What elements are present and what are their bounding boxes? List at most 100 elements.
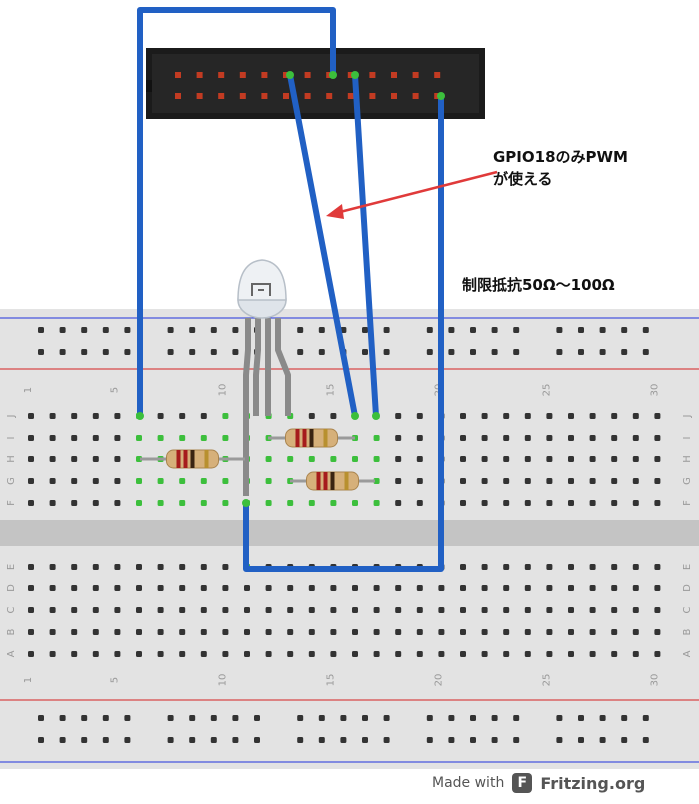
wire-endpoint (286, 71, 294, 79)
breadboard-hole (460, 500, 466, 506)
breadboard-hole (438, 651, 445, 657)
breadboard-hole (654, 629, 661, 635)
bottom-rail-hole (642, 737, 649, 743)
led-leg (253, 318, 261, 416)
top-rail-hole (642, 349, 649, 355)
bottom-rail-hole (189, 737, 196, 743)
gpio-header-inner (152, 54, 479, 113)
gpio-pin (434, 72, 441, 78)
breadboard-hole (416, 500, 423, 506)
made-with-label: Made with (432, 775, 505, 791)
breadboard-hole (524, 435, 531, 441)
bottom-rail-hole (383, 715, 390, 721)
fritzing-brand: Fritzing.org (540, 773, 646, 793)
breadboard-hole (632, 500, 639, 506)
top-rail-hole (232, 349, 239, 355)
bottom-rail-hole (426, 715, 433, 721)
top-rail-hole (210, 327, 217, 333)
breadboard-hole (244, 651, 250, 657)
breadboard-hole (265, 478, 272, 484)
breadboard-hole (157, 413, 164, 419)
breadboard-hole (92, 500, 99, 506)
gpio-pin (369, 72, 376, 78)
gpio-pin (326, 93, 333, 99)
breadboard-hole (308, 413, 315, 419)
breadboard-hole (632, 564, 639, 570)
breadboard-hole (481, 585, 488, 591)
breadboard-hole (546, 607, 553, 613)
breadboard-hole (546, 478, 553, 484)
breadboard-hole (395, 607, 402, 613)
breadboard-hole (546, 564, 553, 570)
bottom-rail-hole (232, 715, 239, 721)
top-rail-hole (102, 349, 109, 355)
breadboard-hole (114, 435, 121, 441)
breadboard-hole (654, 456, 661, 462)
breadboard-hole (71, 651, 78, 657)
top-rail-hole (297, 349, 304, 355)
bottom-rail-hole (318, 715, 325, 721)
breadboard-hole (222, 500, 229, 506)
top-rail-hole (621, 349, 628, 355)
row-label-right: H (682, 455, 693, 463)
breadboard-hole (200, 500, 207, 506)
gpio-pin (369, 93, 376, 99)
row-label-right: G (682, 477, 693, 485)
row-label-right: B (682, 628, 693, 635)
bottom-rail-hole (124, 715, 131, 721)
top-rail-hole (642, 327, 649, 333)
row-label-right: C (682, 606, 693, 613)
breadboard-hole (71, 435, 78, 441)
top-rail-hole (448, 349, 455, 355)
breadboard-hole (589, 651, 596, 657)
led-anode-mark (251, 283, 271, 296)
top-rail-hole (556, 349, 563, 355)
breadboard-hole (157, 435, 164, 441)
top-rail-hole (426, 349, 433, 355)
breadboard-hole (136, 651, 142, 657)
breadboard-hole (654, 500, 661, 506)
top-rail-hole (470, 349, 476, 355)
resistor-2-band (323, 429, 328, 447)
bottom-rail-hole (513, 737, 520, 743)
wire-endpoint (437, 92, 445, 100)
breadboard-hole (287, 629, 294, 635)
breadboard-hole (654, 413, 661, 419)
breadboard-hole (222, 413, 229, 419)
breadboard-hole (654, 607, 661, 613)
breadboard-hole (157, 607, 164, 613)
top-rail-hole (448, 327, 455, 333)
gpio-pin (261, 72, 268, 78)
breadboard-hole (481, 500, 488, 506)
resistor-3-band (316, 472, 321, 490)
wire-endpoint (136, 412, 144, 420)
bottom-rail-hole (470, 715, 476, 721)
bottom-rail-hole (513, 715, 520, 721)
fritzing-logo-icon: F (512, 773, 533, 793)
wire-return (243, 93, 444, 572)
breadboard-hole (49, 651, 56, 657)
breadboard-hole (330, 585, 337, 591)
gpio-pin (391, 93, 397, 99)
breadboard-hole (589, 585, 596, 591)
breadboard-hole (416, 651, 423, 657)
breadboard-hole (265, 651, 272, 657)
resistor-1-band (176, 450, 181, 468)
breadboard-hole (49, 629, 56, 635)
breadboard-hole (49, 607, 56, 613)
breadboard-hole (503, 435, 510, 441)
breadboard-hole (200, 629, 207, 635)
breadboard-hole (114, 607, 121, 613)
gpio-pin (175, 93, 181, 99)
breadboard-hole (157, 564, 164, 570)
breadboard-hole (49, 413, 56, 419)
top-rail-hole (318, 349, 325, 355)
top-rail-hole (513, 327, 520, 333)
breadboard-hole (136, 629, 142, 635)
breadboard-hole (28, 500, 34, 506)
breadboard-hole (92, 629, 99, 635)
breadboard-hole (114, 651, 121, 657)
bottom-rail-hole (621, 715, 628, 721)
gpio-pin (412, 72, 419, 78)
breadboard-hole (373, 629, 380, 635)
